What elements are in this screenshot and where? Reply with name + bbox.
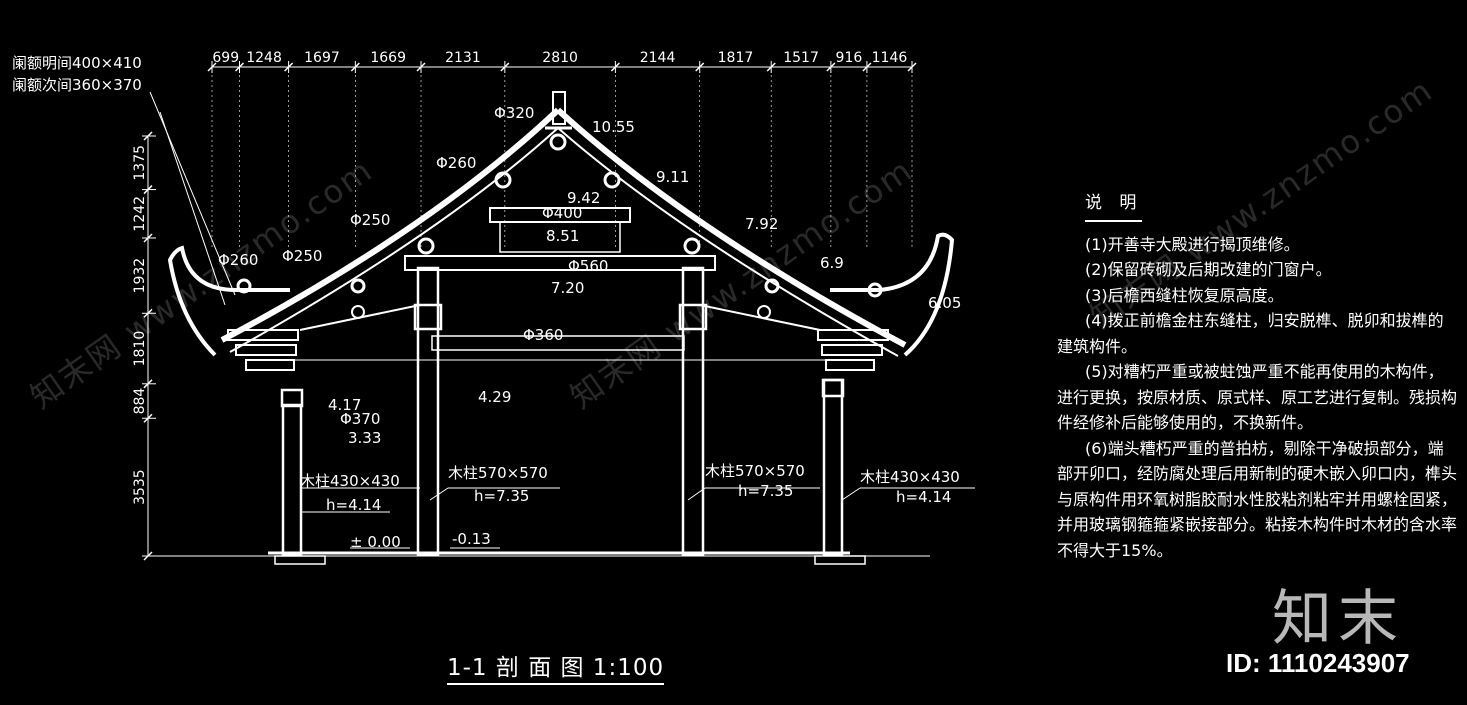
svg-text:Φ360: Φ360	[523, 326, 563, 344]
svg-text:10.55: 10.55	[592, 118, 635, 136]
svg-text:Φ250: Φ250	[282, 247, 322, 265]
svg-text:3.33: 3.33	[348, 429, 381, 447]
svg-text:6.05: 6.05	[928, 294, 961, 312]
top-dimension-label: 916	[836, 50, 863, 66]
top-dimension-label: 2131	[445, 50, 481, 66]
left-dimension-label: 884	[132, 388, 148, 415]
top-dimension-labels: 699 1248 1697 1669 2131 2810 2144 1817 1517 916 11…	[212, 50, 907, 66]
svg-text:9.42: 9.42	[567, 189, 600, 207]
svg-text:木柱430×430: 木柱430×430	[300, 472, 400, 490]
svg-text:9.11: 9.11	[656, 168, 689, 186]
svg-text:Φ370: Φ370	[340, 410, 380, 428]
columns	[280, 266, 845, 557]
svg-text:h=7.35: h=7.35	[738, 482, 793, 500]
note-item: (4)拨正前檐金柱东缝柱，归安脱榫、脱卯和拔榫的建筑构件。	[1057, 311, 1444, 356]
svg-text:Φ250: Φ250	[350, 211, 390, 229]
ground-line	[150, 551, 930, 565]
top-dimension-label: 699	[212, 50, 239, 66]
image-id-label: ID: 1110243907	[1226, 648, 1410, 678]
svg-text:Φ400: Φ400	[542, 204, 582, 222]
inner-right-column	[681, 266, 705, 557]
inner-left-column	[416, 266, 440, 557]
top-dimension-label: 1146	[872, 50, 908, 66]
left-dimension-labels: 1375 1242 1932 1810 884 3535	[132, 145, 148, 505]
svg-text:4.29: 4.29	[478, 388, 511, 406]
brand-logo: 知末	[1272, 584, 1404, 654]
svg-text:Φ560: Φ560	[568, 257, 608, 275]
svg-text:4.17: 4.17	[328, 396, 361, 414]
note-item: (1)开善寺大殿进行揭顶维修。	[1085, 234, 1300, 254]
top-dimension-label: 1669	[370, 50, 406, 66]
notes-panel: 说 明 (1)开善寺大殿进行揭顶维修。 (2)保留砖砌及后期改建的门窗户。 (3…	[1057, 190, 1457, 563]
svg-text:7.20: 7.20	[551, 279, 584, 297]
top-dimension-label: 1248	[246, 50, 282, 66]
top-dimension-label: 2144	[640, 50, 676, 66]
svg-text:木柱570×570: 木柱570×570	[448, 464, 548, 482]
top-dimension-chain	[207, 61, 917, 73]
roof-structure	[167, 91, 955, 371]
svg-text:6.9: 6.9	[820, 254, 844, 272]
annotation-labels: 阑额明间400×410 阑额次间360×370 Φ320 10.55 Φ260 …	[12, 54, 961, 551]
left-dimension-label: 1242	[132, 196, 148, 232]
svg-text:木柱570×570: 木柱570×570	[705, 462, 805, 480]
left-dimension-label: 1375	[132, 145, 148, 181]
left-dimension-label: 3535	[132, 469, 148, 505]
top-dimension-label: 1697	[304, 50, 340, 66]
svg-text:h=4.14: h=4.14	[326, 496, 381, 514]
svg-text:Φ260: Φ260	[436, 154, 476, 172]
note-item: (3)后檐西缝柱恢复原高度。	[1085, 285, 1284, 305]
svg-text:h=7.35: h=7.35	[474, 487, 529, 505]
leader-lines	[149, 91, 975, 549]
top-dimension-label: 1817	[718, 50, 754, 66]
left-dimension-chain	[142, 131, 156, 561]
svg-text:7.92: 7.92	[745, 215, 778, 233]
svg-text:-0.13: -0.13	[452, 530, 491, 548]
left-dimension-label: 1932	[132, 258, 148, 294]
lintel-center-label: 阑额明间400×410	[12, 54, 142, 72]
drawing-caption: 1-1 剖 面 图 1:100	[447, 648, 665, 685]
svg-text:木柱430×430: 木柱430×430	[860, 468, 960, 486]
outer-left-column	[281, 403, 303, 557]
outer-right-column	[822, 378, 844, 557]
svg-text:h=4.14: h=4.14	[896, 488, 951, 506]
top-dimension-label: 1517	[783, 50, 819, 66]
note-item: (5)对糟朽严重或被蛀蚀严重不能再使用的木构件，进行更换，按原材质、原式样、原工…	[1057, 362, 1458, 432]
top-dimension-label: 2810	[542, 50, 578, 66]
lintel-side-label: 阑额次间360×370	[12, 76, 142, 94]
note-item: (6)端头糟朽严重的普拍枋，剔除干净破损部分，端部开卯口，经防腐处理后用新制的硬…	[1057, 438, 1458, 560]
svg-text:Φ260: Φ260	[218, 251, 258, 269]
svg-text:± 0.00: ± 0.00	[350, 533, 401, 551]
left-dimension-label: 1810	[132, 331, 148, 367]
svg-text:8.51: 8.51	[546, 227, 579, 245]
svg-text:Φ320: Φ320	[494, 104, 534, 122]
notes-heading: 说 明	[1085, 191, 1143, 222]
note-item: (2)保留砖砌及后期改建的门窗户。	[1085, 260, 1332, 279]
